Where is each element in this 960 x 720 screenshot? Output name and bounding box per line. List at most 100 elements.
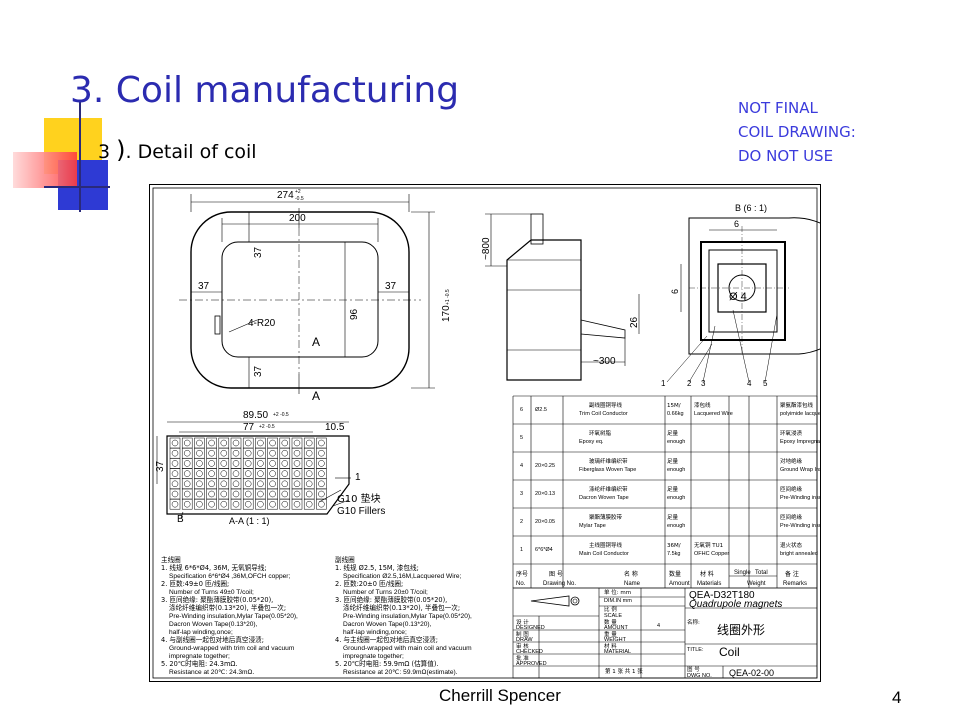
conductor-hole: [244, 449, 252, 457]
conductor-hole: [196, 460, 203, 467]
conductor-hole: [244, 480, 252, 488]
dim-37-top: 37: [253, 246, 264, 258]
bom-cell-remarks-en: Pre-Winding insulation: [780, 523, 821, 529]
dim-77: 77: [243, 422, 255, 433]
detail-b-callout-2: 2: [687, 379, 692, 388]
bom-cell-drawing: Ø2.5: [535, 407, 547, 413]
bom-cell-no: 4: [520, 463, 523, 469]
detail-b-callout-4: 4: [747, 379, 752, 388]
decor-vertical-line: [79, 100, 81, 212]
section-aa-label: A-A (1 : 1): [229, 516, 270, 526]
dim-274: 274: [277, 190, 294, 201]
tb-scale-cn: 比 例: [604, 605, 617, 613]
detail-b-label: B (6 : 1): [735, 203, 767, 213]
bom-cell-name-en: Dacron Woven Tape: [579, 495, 629, 501]
dim-274-tol-upper: +2: [295, 189, 301, 195]
conductor-hole: [208, 470, 215, 477]
bom-cell-remarks-cn: 匝间绝缘: [780, 485, 803, 493]
bom-header-remarks-en: Remarks: [783, 581, 807, 587]
conductor-cell: [279, 498, 291, 510]
conductor-hole: [208, 439, 215, 447]
bom-cell-name-cn: 主线圈铜导线: [589, 541, 623, 549]
conductor-hole: [305, 439, 313, 447]
conductor-hole: [208, 460, 215, 467]
bom-cell-no: 1: [520, 547, 523, 553]
tb-dwg-label-en: DWG NO.: [687, 673, 712, 679]
bom-cell-name-en: Trim Coil Conductor: [579, 411, 628, 417]
slide-subtitle: 3 ). Detail of coil: [98, 136, 257, 164]
conductor-hole: [244, 470, 252, 477]
conductor-hole: [318, 439, 325, 447]
conductor-hole: [305, 480, 313, 488]
conductor-hole: [183, 480, 191, 488]
tb-weight-cn: 重 量: [604, 630, 617, 638]
conductor-hole: [293, 439, 301, 447]
bom-header-materials-cn: 材 料: [700, 570, 714, 578]
notes-trim-line: 4. 与主线圈一起包对地后真空浸渍;: [335, 635, 438, 644]
note-line: DO NOT USE: [738, 147, 834, 165]
tb-material-cn: 材 料: [604, 642, 617, 650]
conductor-hole: [171, 500, 179, 508]
bom-header-weight-en: Weight: [747, 581, 766, 587]
notes-main-line: Ground-wrapped with trim coil and vacuum: [169, 645, 295, 652]
notes-main-line: 3. 匝间绝缘: 聚酯薄膜胶带(0.05*20),: [161, 595, 273, 604]
conductor-hole: [171, 490, 179, 498]
conductor-hole: [293, 470, 301, 477]
conductor-hole: [269, 449, 276, 457]
bom-cell-drawing: 20×0.25: [535, 463, 555, 469]
conductor-hole: [196, 500, 203, 508]
tb-amount-en: AMOUNT: [604, 625, 628, 631]
conductor-hole: [196, 439, 203, 447]
conductor-hole: [220, 480, 228, 488]
front-view: [179, 211, 421, 389]
bom-cell-amount: 15M/: [667, 403, 681, 409]
bom-header-name-cn: 名 称: [624, 570, 638, 578]
tb-name-label: 名称:: [687, 618, 700, 626]
conductor-hole: [183, 490, 191, 498]
conductor-hole: [281, 470, 289, 477]
tb-approved-cn: 批 准: [516, 654, 529, 662]
conductor-hole: [244, 460, 252, 467]
conductor-hole: [220, 470, 228, 477]
detail-b-callout-3: 3: [701, 379, 706, 388]
bom-cell-name-cn: 玻璃纤维编织带: [589, 457, 628, 465]
conductor-hole: [208, 480, 215, 488]
bom-cell-remarks-en: Pre-Winding insulation: [780, 495, 821, 501]
tb-sheet: 第 1 张 共 1 张: [605, 667, 643, 675]
conductor-hole: [196, 490, 203, 498]
tb-amount-val: 4: [657, 623, 660, 629]
note-line: NOT FINAL: [738, 99, 818, 117]
tb-designed-en: DESIGNED: [516, 625, 545, 631]
notes-trim-line: 涤纶纤维编织带(0.13*20), 半叠包一次;: [343, 603, 460, 612]
bom-cell-name-en: Main Coil Conductor: [579, 551, 629, 557]
conductor-hole: [305, 460, 313, 467]
notes-trim-line: Ground-wrapped with main coil and vacuum: [343, 645, 472, 652]
tb-project-code: QEA-D32T180: [689, 590, 755, 601]
notes-trim-line: 2. 匝数:20±0 匝/线圈;: [335, 579, 403, 588]
conductor-hole: [196, 480, 203, 488]
conductor-hole: [232, 470, 240, 477]
conductor-hole: [220, 500, 228, 508]
notes-main-line: impregnate together;: [169, 653, 230, 660]
conductor-hole: [318, 500, 325, 508]
section-callout-1: 1: [355, 472, 361, 483]
dim-37-bottom: 37: [253, 365, 264, 377]
conductor-cell: [169, 498, 181, 510]
detail-b-dim-6-side: 6: [670, 289, 680, 294]
conductor-hole: [183, 470, 191, 477]
conductor-hole: [269, 490, 276, 498]
conductor-hole: [257, 449, 264, 457]
tb-checked-en: CHECKED: [516, 649, 543, 655]
notes-trim-line: impregnate together;: [343, 653, 404, 660]
conductor-hole: [281, 460, 289, 467]
side-view: [506, 213, 626, 381]
bom-cell-drawing: 6*6*Ø4: [535, 547, 553, 553]
dim-37-right: 37: [385, 281, 397, 292]
bom-cell-amount2: enough: [667, 495, 685, 501]
bom-cell-name-cn: 环氧树脂: [589, 429, 612, 437]
notes-main-line: 主线圈: [161, 555, 181, 564]
conductor-hole: [281, 449, 289, 457]
tb-draw-cn: 制 图: [516, 630, 529, 638]
conductor-hole: [257, 439, 264, 447]
tb-checked-cn: 审 核: [516, 642, 529, 650]
